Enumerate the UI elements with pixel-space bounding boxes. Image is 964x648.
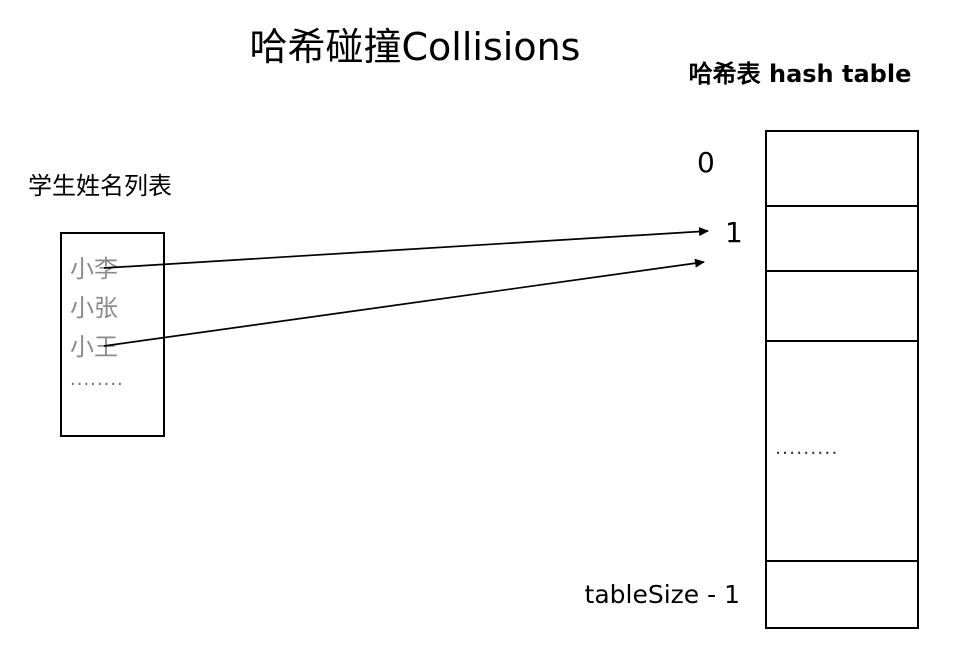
- diagram-title: 哈希碰撞Collisions: [249, 25, 581, 69]
- hash-cell-0: [767, 132, 917, 207]
- arrow-xiaoli-to-slot1-icon: [103, 227, 709, 269]
- hash-index-1-label: 1: [725, 216, 743, 249]
- hash-cell-last: [767, 562, 917, 627]
- student-item-xiaozhang: 小张: [70, 294, 118, 322]
- student-item-xiaoli: 小李: [70, 255, 118, 283]
- student-list-box: 小李 小张 小王 ........: [60, 232, 165, 437]
- student-list-ellipsis: ........: [70, 369, 124, 390]
- hash-index-last-label: tableSize - 1: [584, 580, 740, 609]
- hash-cell-1: [767, 207, 917, 272]
- hash-cell-middle: .........: [767, 342, 917, 562]
- hash-cell-2: [767, 272, 917, 342]
- hash-table-heading: 哈希表 hash table: [688, 60, 912, 88]
- arrow-xiaowang-to-slot1-icon: [103, 258, 705, 347]
- student-item-xiaowang: 小王: [70, 333, 118, 361]
- hash-index-0-label: 0: [697, 146, 715, 179]
- hash-cell-ellipsis: .........: [775, 437, 839, 459]
- student-list-heading: 学生姓名列表: [28, 172, 172, 200]
- hash-table: .........: [765, 130, 919, 629]
